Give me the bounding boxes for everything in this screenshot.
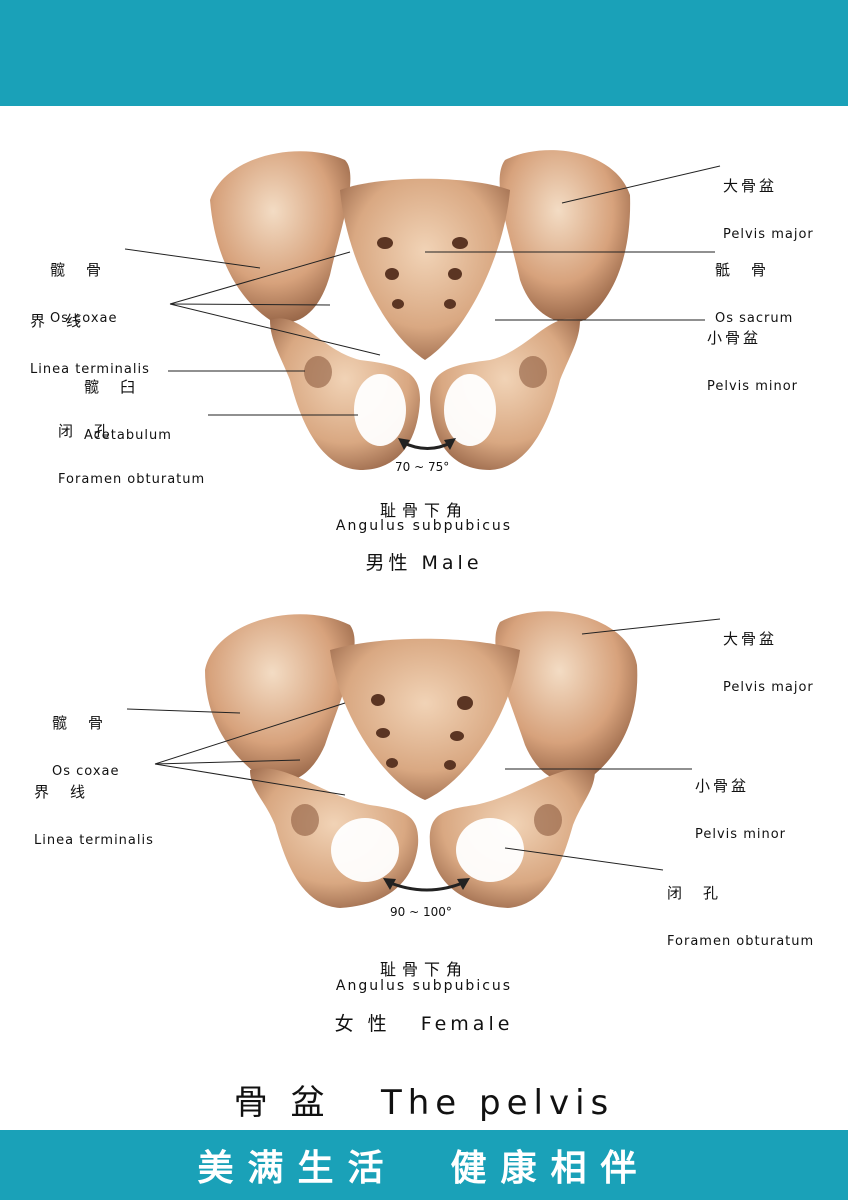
label-en: Linea terminalis (34, 833, 154, 848)
male-label-pelvis-minor: 小骨盆 Pelvis minor (707, 297, 798, 411)
female-label-foramen: 闭 孔 Foramen obturatum (667, 852, 814, 966)
male-pelvis-image (210, 150, 631, 470)
label-zh: 小骨盆 (707, 329, 762, 347)
female-caption: 女 性 Female (334, 1013, 514, 1035)
male-subpubic-zh: 耻骨下角 (379, 501, 468, 520)
label-zh: 小骨盆 (695, 777, 750, 795)
label-zh: 界 线 (30, 312, 85, 330)
female-label-os-coxae: 髋 骨 Os coxae (52, 682, 120, 796)
male-subpubic-en: Angulus subpubicus (335, 518, 513, 534)
female-leader-lines (126, 618, 721, 871)
male-label-os-sacrum: 骶 骨 Os sacrum (715, 229, 793, 343)
female-subpubic-zh: 耻骨下角 (379, 960, 468, 979)
female-pelvis-image (205, 611, 638, 908)
label-en: Acetabulum (84, 428, 172, 443)
male-label-foramen: 闭 孔 Foramen obturatum (58, 390, 205, 504)
label-en: Os coxae (52, 764, 120, 779)
label-zh: 闭 孔 (58, 422, 113, 440)
label-zh: 骶 骨 (715, 261, 770, 279)
label-zh: 髋 骨 (50, 261, 105, 279)
female-subpubic-en: Angulus subpubicus (335, 978, 513, 994)
female-label-linea-terminalis: 界 线 Linea terminalis (34, 751, 154, 865)
male-leader-lines (124, 165, 721, 416)
label-en: Pelvis major (723, 227, 814, 242)
top-band (0, 0, 848, 106)
label-en: Pelvis minor (695, 827, 787, 842)
male-angle-value: 70 ~ 75° (395, 460, 450, 474)
bottom-band: 美满生活 健康相伴 (0, 1130, 848, 1200)
label-en: Linea terminalis (30, 362, 150, 377)
male-label-pelvis-major: 大骨盆 Pelvis major (723, 145, 814, 259)
label-zh: 大骨盆 (723, 177, 778, 195)
slogan: 美满生活 健康相伴 (197, 1147, 651, 1189)
poster-title: 骨 盆 The pelvis (233, 1083, 615, 1123)
label-en: Pelvis minor (707, 379, 799, 394)
label-zh: 闭 孔 (667, 884, 722, 902)
label-en: Foramen obturatum (667, 934, 815, 949)
label-zh: 髋 臼 (84, 378, 139, 396)
label-en: Os sacrum (715, 311, 794, 326)
male-label-acetabulum: 髋 臼 Acetabulum (84, 346, 172, 460)
male-caption: 男性 Male (365, 552, 483, 574)
female-label-pelvis-minor: 小骨盆 Pelvis minor (695, 745, 786, 859)
label-en: Os coxae (50, 311, 118, 326)
label-zh: 大骨盆 (723, 630, 778, 648)
female-angle-value: 90 ~ 100° (390, 905, 452, 919)
label-zh: 界 线 (34, 783, 89, 801)
label-en: Foramen obturatum (58, 472, 206, 487)
male-label-linea-terminalis: 界 线 Linea terminalis (30, 280, 150, 394)
male-label-os-coxae: 髋 骨 Os coxae (50, 229, 118, 343)
female-label-pelvis-major: 大骨盆 Pelvis major (723, 598, 814, 712)
label-en: Pelvis major (723, 680, 814, 695)
label-zh: 髋 骨 (52, 714, 107, 732)
